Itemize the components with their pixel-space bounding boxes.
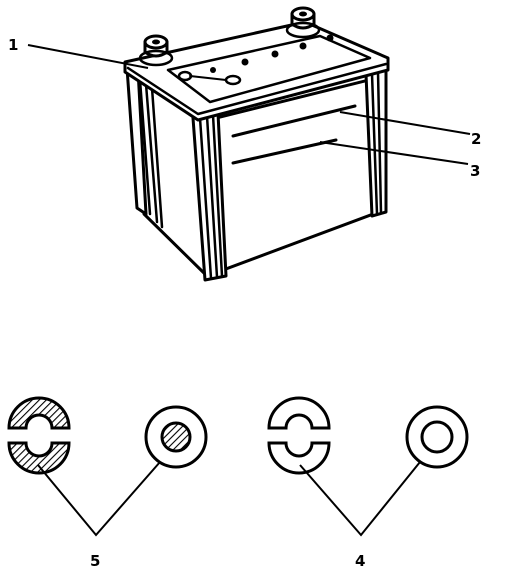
indicator-ring-hatched-center: [144, 405, 208, 469]
battery-lid-panel: [166, 34, 372, 104]
leader-line-2: [339, 111, 471, 135]
leader-line-3: [319, 141, 469, 165]
lower-level-mark: [231, 138, 338, 165]
callout-2: 2: [471, 130, 481, 148]
battery-lid-edge: [126, 62, 388, 116]
callout-5: 5: [90, 552, 100, 570]
vent-cap: [271, 50, 279, 58]
vent-caps: [210, 34, 334, 73]
indicator-split-hatched: [7, 396, 71, 475]
callout-4: 4: [355, 552, 365, 570]
leader-line-1: [27, 44, 149, 69]
charge-indicator: [177, 70, 242, 86]
callout-1: 1: [8, 36, 18, 54]
battery-side-ribs: [138, 78, 164, 229]
leader-line-5: [37, 461, 161, 537]
battery: [123, 6, 390, 282]
vent-cap: [299, 42, 307, 50]
terminal-post-positive: [285, 6, 321, 39]
terminal-post-negative: [138, 34, 174, 67]
indicator-group-4: [267, 396, 469, 475]
vent-cap: [241, 58, 249, 66]
indicator-ring-clear: [405, 405, 469, 469]
indicator-leader-lines: [37, 461, 421, 537]
indicator-split-clear: [267, 396, 331, 475]
upper-level-mark: [231, 104, 357, 138]
vent-cap: [326, 34, 334, 42]
callout-3: 3: [470, 162, 480, 180]
indicator-group-5: [7, 396, 208, 475]
battery-leader-lines: [27, 44, 471, 165]
leader-line-4: [299, 461, 421, 537]
vent-cap: [210, 67, 216, 73]
